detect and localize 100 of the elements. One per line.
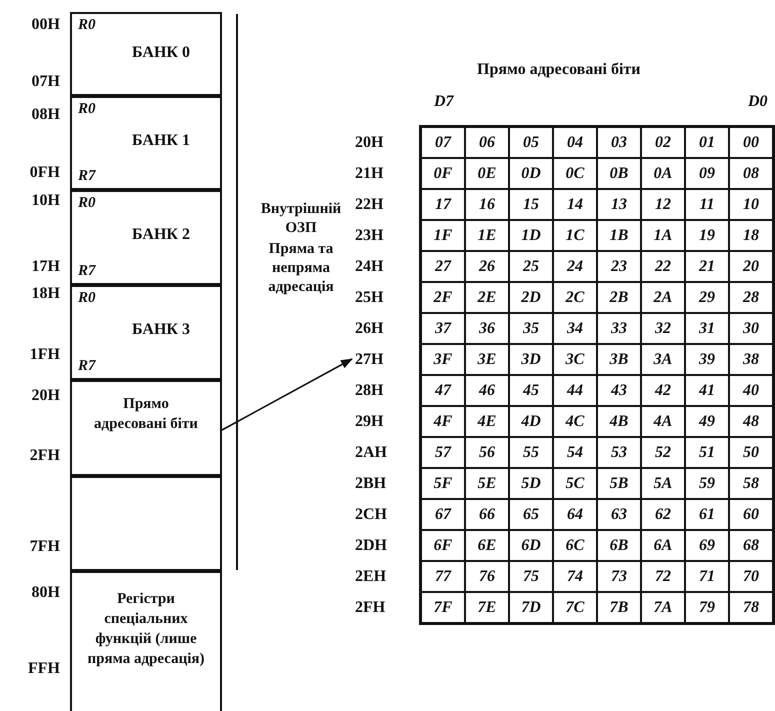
table-cell: 61 [685,499,729,530]
table-cell: 0F [421,158,465,189]
table-cell: 1F [421,220,465,251]
table-cell: 6D [509,530,553,561]
table-cell: 37 [421,313,465,344]
address-label: 80H [30,584,60,602]
memory-description: Внутрішній ОЗП [260,200,342,238]
column-label: D7 [434,93,454,111]
row-address-label: 20H [355,133,384,153]
table-cell: 30 [729,313,773,344]
table-cell: 45 [509,375,553,406]
table-cell: 70 [729,561,773,592]
row-address-label: 2EH [355,567,386,587]
table-cell: 47 [421,375,465,406]
table-cell: 49 [685,406,729,437]
table-cell: 75 [509,561,553,592]
table-cell: 55 [509,437,553,468]
register-label: R7 [78,358,96,375]
register-bank-box [70,96,222,190]
table-cell: 27 [421,251,465,282]
register-label: R0 [78,290,96,307]
table-cell: 0E [465,158,509,189]
table-cell: 32 [641,313,685,344]
bank-label: БАНК 2 [131,226,191,244]
table-cell: 3E [465,344,509,375]
address-label: 1FH [28,346,60,364]
table-cell: 36 [465,313,509,344]
table-cell: 13 [597,189,641,220]
bank-label: БАНК 3 [131,321,191,339]
table-cell: 07 [421,127,465,158]
table-cell: 2E [465,282,509,313]
table-cell: 3B [597,344,641,375]
table-cell: 50 [729,437,773,468]
table-cell: 2A [641,282,685,313]
table-cell: 7F [421,592,465,623]
column-label: D0 [748,93,768,111]
table-cell: 40 [729,375,773,406]
row-address-label: 22H [355,195,384,215]
table-cell: 3C [553,344,597,375]
table-cell: 60 [729,499,773,530]
table-cell: 68 [729,530,773,561]
table-cell: 42 [641,375,685,406]
row-address-label: 2CH [355,505,387,525]
table-cell: 5E [465,468,509,499]
row-address-label: 2BH [355,474,386,494]
address-label: 08H [30,106,60,124]
table-cell: 2C [553,282,597,313]
table-cell: 52 [641,437,685,468]
row-address-label: 29H [355,412,384,432]
register-label: R0 [78,101,96,118]
table-cell: 11 [685,189,729,220]
register-bank-box [70,12,222,96]
row-address-label: 2FH [355,598,386,618]
table-cell: 08 [729,158,773,189]
table-cell: 21 [685,251,729,282]
row-address-label: 21H [355,164,384,184]
table-cell: 5F [421,468,465,499]
address-label: 17H [30,258,60,276]
memory-description: Пряма та непряма адресація [267,240,335,297]
table-cell: 41 [685,375,729,406]
region-label: Прямо адресовані біти [93,395,199,434]
table-cell: 33 [597,313,641,344]
table-cell: 1D [509,220,553,251]
table-cell: 4E [465,406,509,437]
table-cell: 73 [597,561,641,592]
table-cell: 35 [509,313,553,344]
table-cell: 23 [597,251,641,282]
row-address-label: 26H [355,319,384,339]
address-label: 20H [30,387,60,405]
table-cell: 5C [553,468,597,499]
table-cell: 76 [465,561,509,592]
table-cell: 64 [553,499,597,530]
table-cell: 10 [729,189,773,220]
table-cell: 78 [729,592,773,623]
table-cell: 4F [421,406,465,437]
bank-label: БАНК 1 [131,132,191,150]
table-cell: 72 [641,561,685,592]
row-address-label: 25H [355,288,384,308]
table-cell: 65 [509,499,553,530]
table-cell: 14 [553,189,597,220]
table-cell: 17 [421,189,465,220]
table-cell: 0B [597,158,641,189]
table-cell: 5B [597,468,641,499]
table-cell: 05 [509,127,553,158]
table-cell: 1C [553,220,597,251]
table-cell: 06 [465,127,509,158]
table-cell: 25 [509,251,553,282]
table-cell: 6E [465,530,509,561]
table-cell: 0A [641,158,685,189]
table-cell: 56 [465,437,509,468]
table-cell: 01 [685,127,729,158]
table-cell: 51 [685,437,729,468]
address-label: 00H [30,16,60,34]
table-cell: 79 [685,592,729,623]
table-cell: 6A [641,530,685,561]
table-cell: 1A [641,220,685,251]
table-cell: 71 [685,561,729,592]
row-address-label: 23H [355,226,384,246]
register-label: R0 [78,195,96,212]
row-address-label: 2AH [355,443,387,463]
